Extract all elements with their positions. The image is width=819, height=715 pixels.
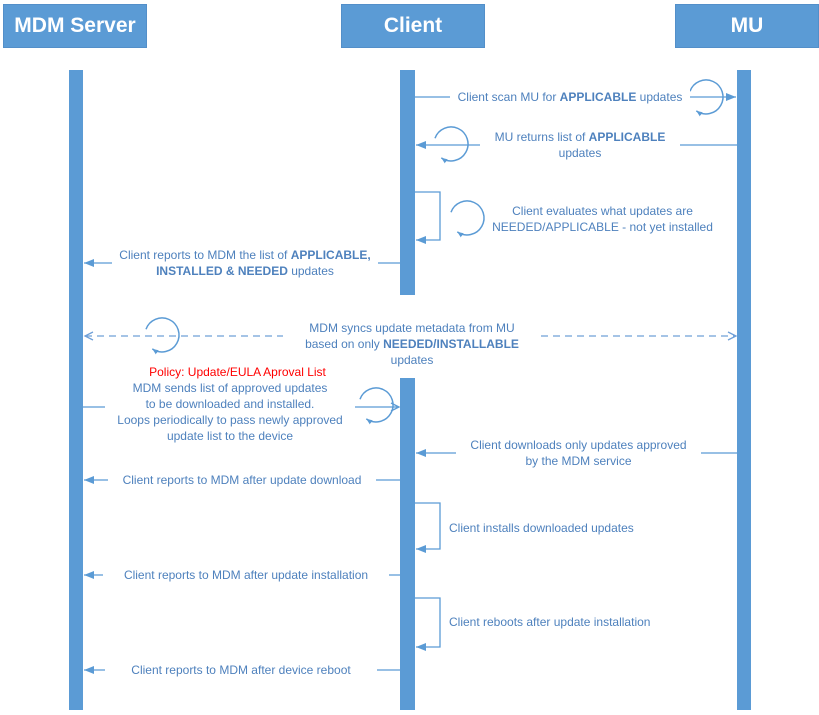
policy-approval-list-label: Policy: Update/EULA Aproval List: [149, 365, 326, 379]
message-install-label: Client installs downloaded updates: [449, 521, 634, 535]
loop-icon-returns: [434, 126, 469, 164]
actor-mu: MU: [675, 4, 819, 48]
message-report-install-label: Client reports to MDM after update insta…: [103, 567, 389, 583]
actor-client-label: Client: [383, 14, 443, 37]
message-scan-label: Client scan MU for APPLICABLE updates: [450, 89, 690, 105]
loop-icon-sync: [145, 317, 180, 355]
actor-mdm-server: MDM Server: [3, 4, 147, 48]
loop-icon-approved: [359, 387, 394, 425]
actor-client: Client: [341, 4, 485, 48]
message-report-list-label: Client reports to MDM the list of APPLIC…: [112, 247, 378, 279]
actor-mdm-server-label: MDM Server: [14, 14, 136, 37]
lifeline-mdm-server: [69, 70, 83, 710]
message-report-reboot-label: Client reports to MDM after device reboo…: [105, 662, 377, 678]
lifeline-client-upper: [400, 70, 415, 295]
message-sync-label: MDM syncs update metadata from MU based …: [283, 320, 541, 368]
loop-icon-scan: [689, 79, 724, 117]
actor-mu-label: MU: [730, 14, 764, 37]
message-download-label: Client downloads only updates approved b…: [456, 437, 701, 469]
message-evaluate-label: Client evaluates what updates are NEEDED…: [492, 204, 713, 234]
message-approved-label: MDM sends list of approved updates to be…: [105, 380, 355, 444]
message-returns-label: MU returns list of APPLICABLE updates: [480, 129, 680, 161]
self-arrow-reboot: [415, 597, 441, 651]
self-arrow-install: [415, 502, 441, 553]
self-arrow-evaluate: [415, 191, 441, 244]
message-reboot-label: Client reboots after update installation: [449, 615, 651, 629]
loop-icon-evaluate: [450, 200, 485, 238]
lifeline-client-lower: [400, 378, 415, 710]
message-report-download-label: Client reports to MDM after update downl…: [108, 472, 376, 488]
lifeline-mu: [737, 70, 751, 710]
